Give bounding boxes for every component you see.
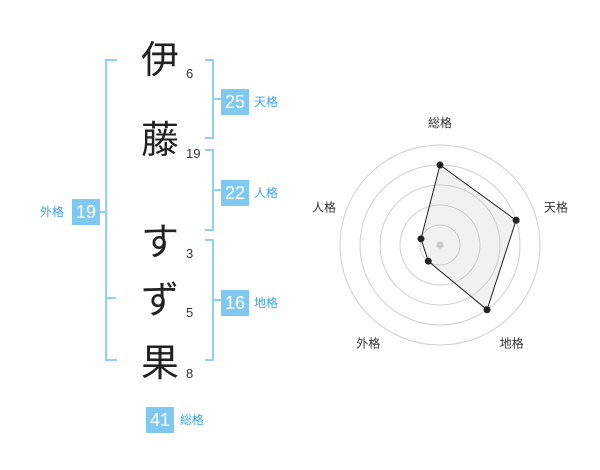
tenkaku-bracket	[205, 59, 214, 139]
radar-grid-ring	[339, 144, 541, 346]
stroke-count-4: 5	[186, 305, 194, 320]
radar-axis-label-5: 人格	[312, 199, 336, 214]
radar-axis-label-2: 天格	[544, 199, 568, 214]
radar-grid-ring	[399, 204, 481, 286]
name-char-2: 藤	[140, 118, 179, 162]
radar-point-2	[512, 216, 520, 224]
stroke-count-5: 8	[186, 366, 194, 381]
stroke-count-3: 3	[186, 246, 194, 261]
jinkaku-bracket	[205, 149, 214, 231]
radar-grid-ring	[419, 224, 461, 266]
tenkaku-value-badge: 25	[221, 89, 249, 115]
radar-axis-label-4: 外格	[356, 336, 380, 351]
radar-axis-label-3: 地格	[500, 336, 524, 351]
soukaku-label: 総格	[180, 413, 205, 427]
jinkaku-value-badge: 22	[221, 180, 249, 206]
radar-center-dot	[436, 241, 444, 249]
radar-grid-ring	[379, 184, 501, 306]
gaikaku-label: 外格	[40, 205, 65, 219]
radar-point-3	[483, 306, 491, 314]
stroke-count-2: 19	[186, 146, 201, 161]
radar-axis-label-1: 総格	[428, 115, 452, 130]
radar-point-1	[436, 161, 444, 169]
radar-data-area	[420, 164, 517, 311]
radar-point-5	[417, 235, 425, 243]
chikaku-value-badge: 16	[221, 290, 249, 316]
chikaku-label: 地格	[254, 296, 279, 310]
radar-point-4	[424, 257, 432, 265]
name-char-4: ず	[140, 278, 179, 322]
gaikaku-bracket	[105, 59, 117, 361]
chikaku-bracket	[205, 239, 214, 361]
name-char-1: 伊	[140, 38, 179, 82]
soukaku-value-badge: 41	[146, 407, 174, 433]
gaikaku-value-badge: 19	[72, 199, 100, 225]
name-char-3: す	[140, 220, 179, 264]
tenkaku-label: 天格	[254, 95, 279, 109]
stroke-count-1: 6	[186, 66, 194, 81]
jinkaku-label: 人格	[254, 186, 279, 200]
name-char-5: 果	[140, 341, 179, 385]
